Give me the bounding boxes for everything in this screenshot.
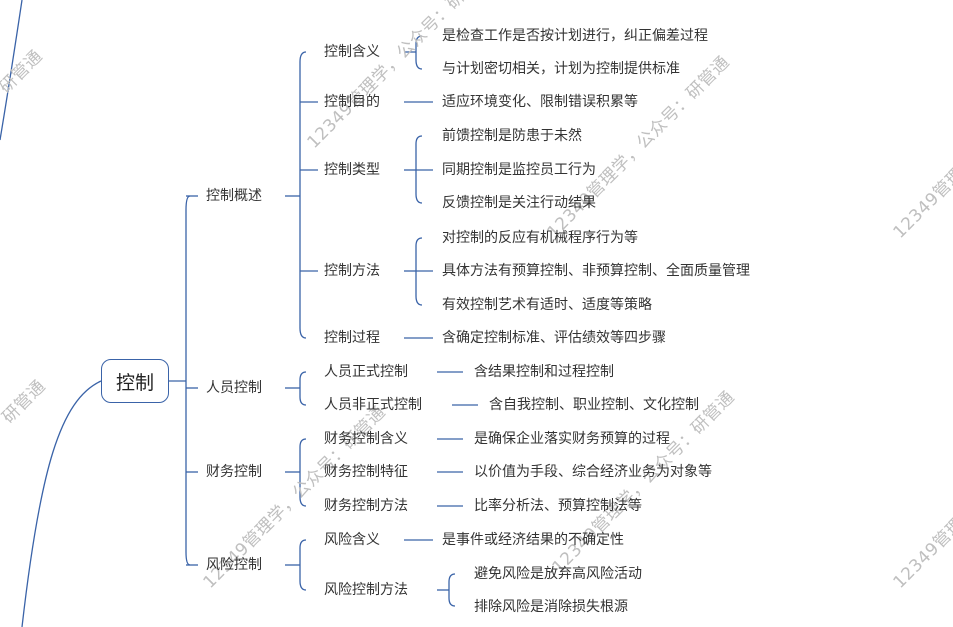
node-finance-meaning[interactable]: 财务控制含义 [324,431,408,447]
leaf[interactable]: 具体方法有预算控制、非预算控制、全面质量管理 [442,263,750,279]
leaf[interactable]: 前馈控制是防患于未然 [442,128,582,144]
edge-curve-top-left [0,0,23,141]
root-node[interactable]: 控制 [101,359,169,403]
branch-overview[interactable]: 控制概述 [206,188,262,204]
edge-curve-bottom-left [21,380,102,627]
node-control-meaning[interactable]: 控制含义 [324,44,380,60]
node-control-process[interactable]: 控制过程 [324,330,380,346]
leaf[interactable]: 比率分析法、预算控制法等 [474,498,642,514]
leaf[interactable]: 以价值为手段、综合经济业务为对象等 [474,464,712,480]
node-finance-features[interactable]: 财务控制特征 [324,464,408,480]
leaf[interactable]: 适应环境变化、限制错误积累等 [442,94,638,110]
leaf[interactable]: 是事件或经济结果的不确定性 [442,532,624,548]
node-finance-methods[interactable]: 财务控制方法 [324,498,408,514]
node-formal-personnel[interactable]: 人员正式控制 [324,364,408,380]
leaf[interactable]: 避免风险是放弃高风险活动 [474,566,642,582]
branch-finance[interactable]: 财务控制 [206,464,262,480]
leaf[interactable]: 含确定控制标准、评估绩效等四步骤 [442,330,666,346]
leaf[interactable]: 是检查工作是否按计划进行，纠正偏差过程 [442,28,708,44]
leaf[interactable]: 反馈控制是关注行动结果 [442,195,596,211]
leaf[interactable]: 是确保企业落实财务预算的过程 [474,431,670,447]
leaf[interactable]: 对控制的反应有机械程序行为等 [442,230,638,246]
node-control-purpose[interactable]: 控制目的 [324,94,380,110]
leaf[interactable]: 有效控制艺术有适时、适度等策略 [442,297,652,313]
node-risk-meaning[interactable]: 风险含义 [324,532,380,548]
leaf[interactable]: 含结果控制和过程控制 [474,364,614,380]
root-label: 控制 [115,371,154,394]
branch-risk[interactable]: 风险控制 [206,557,262,573]
node-control-methods[interactable]: 控制方法 [324,263,380,279]
node-informal-personnel[interactable]: 人员非正式控制 [324,397,422,413]
leaf[interactable]: 与计划密切相关，计划为控制提供标准 [442,61,680,77]
node-control-types[interactable]: 控制类型 [324,162,380,178]
leaf[interactable]: 同期控制是监控员工行为 [442,162,596,178]
leaf[interactable]: 排除风险是消除损失根源 [474,599,628,615]
node-risk-methods[interactable]: 风险控制方法 [324,582,408,598]
leaf[interactable]: 含自我控制、职业控制、文化控制 [489,397,699,413]
branch-personnel[interactable]: 人员控制 [206,380,262,396]
